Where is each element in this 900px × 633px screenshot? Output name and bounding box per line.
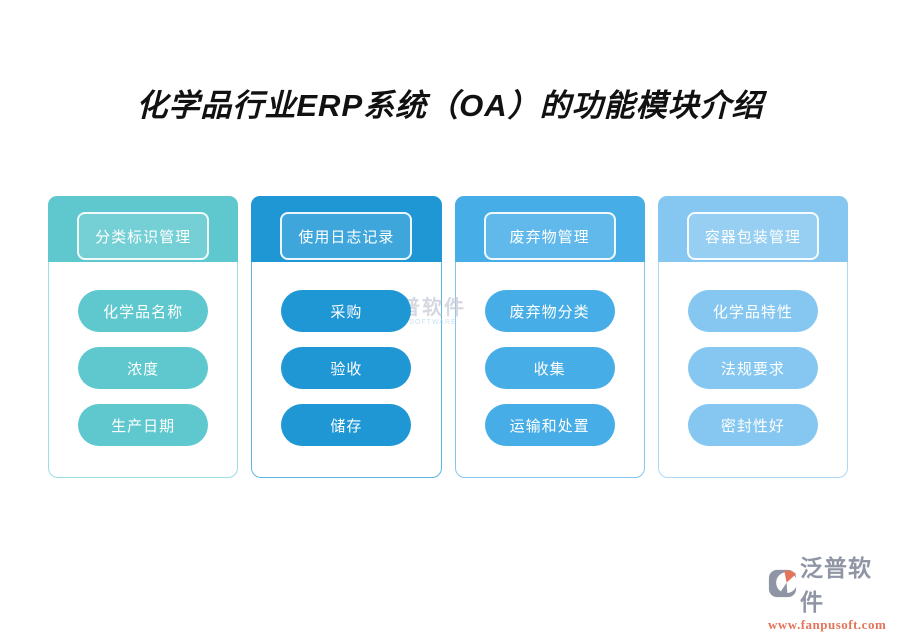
- card-header-band: 废弃物管理: [454, 196, 645, 262]
- card-waste-management: 废弃物管理 废弃物分类 收集 运输和处置: [454, 196, 645, 478]
- page-title: 化学品行业ERP系统（OA）的功能模块介绍: [136, 88, 764, 123]
- card-header-band: 容器包装管理: [657, 196, 848, 262]
- fanpu-logo-icon: [768, 569, 797, 597]
- module-item: 验收: [281, 347, 412, 389]
- card-header-band: 分类标识管理: [48, 196, 239, 262]
- module-item: 废弃物分类: [484, 290, 615, 332]
- module-item: 运输和处置: [484, 404, 615, 446]
- card-body: 采购 验收 储存: [252, 262, 440, 446]
- module-item: 化学品名称: [78, 290, 209, 332]
- card-container-packaging-management: 容器包装管理 化学品特性 法规要求 密封性好: [657, 196, 848, 478]
- card-header-label: 容器包装管理: [686, 212, 819, 260]
- card-header-label: 使用日志记录: [280, 212, 413, 260]
- module-item: 生产日期: [78, 404, 209, 446]
- card-body: 化学品名称 浓度 生产日期: [49, 262, 237, 446]
- footer-brand-name: 泛普软件: [800, 556, 872, 615]
- infographic: 化学品行业ERP系统（OA）的功能模块介绍 分类标识管理 化学品名称 浓度 生产…: [48, 88, 886, 632]
- module-cards-row: 分类标识管理 化学品名称 浓度 生产日期 使用日志记录 采购 验收 储存 废弃物…: [48, 196, 848, 478]
- watermark-subtext: FANPU SOFTWARE: [378, 319, 457, 326]
- module-item: 密封性好: [687, 404, 818, 446]
- card-body: 化学品特性 法规要求 密封性好: [659, 262, 847, 446]
- module-item: 化学品特性: [687, 290, 818, 332]
- card-classification-label-management: 分类标识管理 化学品名称 浓度 生产日期: [48, 196, 239, 478]
- module-item: 浓度: [78, 347, 209, 389]
- footer-website-link[interactable]: www.fanpusoft.com: [768, 617, 887, 632]
- card-header-band: 使用日志记录: [251, 196, 442, 262]
- card-header-label: 分类标识管理: [77, 212, 210, 260]
- card-usage-log-record: 使用日志记录 采购 验收 储存: [251, 196, 442, 478]
- card-header-label: 废弃物管理: [483, 212, 616, 260]
- module-item: 法规要求: [687, 347, 818, 389]
- module-item: 采购: [281, 290, 412, 332]
- footer-brand: 泛普软件 www.fanpusoft.com: [768, 549, 894, 633]
- module-item: 储存: [281, 404, 412, 446]
- card-body: 废弃物分类 收集 运输和处置: [456, 262, 644, 446]
- module-item: 收集: [484, 347, 615, 389]
